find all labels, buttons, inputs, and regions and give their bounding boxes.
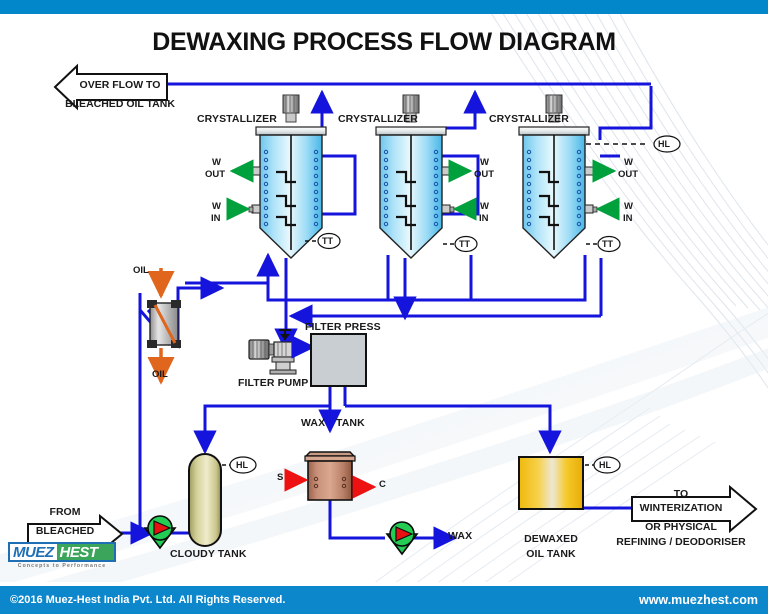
page-title: DEWAXING PROCESS FLOW DIAGRAM [152, 28, 616, 56]
inlet-label-line1: FROM [49, 506, 81, 518]
c2-water-in-w: W [480, 201, 489, 212]
overflow-arrow-banner [53, 63, 168, 111]
outlet-label-line3: OR PHYSICAL [645, 521, 717, 533]
wax-outlet-label: WAX [448, 530, 473, 542]
outlet-label-line4: REFINING / DEODORISER [616, 536, 746, 548]
condensate-label: C [379, 479, 386, 490]
c3-water-out-w: W [624, 157, 633, 168]
wax-tank-label-line1: WAX [301, 417, 326, 429]
logo-tagline: Concepts to Performance [17, 563, 107, 569]
footer-bar: ©2016 Muez-Hest India Pvt. Ltd. All Righ… [0, 586, 768, 614]
heat-exchanger[interactable] [147, 268, 181, 385]
outlet-arrow-banner [631, 484, 758, 534]
pipe-hx-to-c1 [185, 252, 280, 285]
filter-pump[interactable] [248, 329, 316, 375]
wax-pump[interactable] [385, 521, 419, 556]
pipe-c3-overflow [598, 86, 653, 140]
c2-temperature-transmitter: TT [459, 239, 470, 249]
crystallizer-2[interactable] [375, 94, 478, 259]
pipe-fp-to-cloudy [193, 385, 332, 455]
inlet-label-line2: BLEACHED [35, 525, 95, 537]
pipe-feed-to-c2 [266, 255, 390, 302]
cloudy-tank-label: CLOUDY TANK [170, 548, 247, 560]
c3-high-level-switch: HL [658, 139, 670, 149]
footer-copyright: ©2016 Muez-Hest India Pvt. Ltd. All Righ… [10, 594, 286, 606]
company-logo: MUEZ HEST Concepts to Performance [8, 542, 116, 569]
c1-water-out-w: W [212, 157, 221, 168]
steam-label: S [277, 472, 284, 483]
crystallizer-3-label: CRYSTALLIZER [489, 113, 569, 125]
dewaxed-oil-tank[interactable] [518, 456, 621, 510]
hx-oil-inlet-label: OIL [133, 265, 149, 276]
c3-temperature-transmitter: TT [602, 239, 613, 249]
logo-hest-text: HEST [56, 544, 114, 561]
crystallizer-1[interactable] [226, 94, 341, 259]
cloudy-tank-high-level: HL [236, 460, 248, 470]
dewaxed-tank-label-line1: DEWAXED [524, 533, 578, 545]
outlet-label-line2: WINTERIZATION [639, 502, 723, 514]
c1-water-in-w: W [212, 201, 221, 212]
c2-water-out-w: W [480, 157, 489, 168]
dewaxed-tank-label-line2: OIL TANK [526, 548, 576, 560]
filter-pump-label: FILTER PUMP [238, 377, 309, 389]
wax-tank[interactable] [284, 451, 377, 501]
c1-water-out-out: OUT [205, 169, 226, 180]
filter-press-label: FILTER PRESS [305, 321, 381, 333]
c3-water-in-in: IN [623, 213, 633, 224]
hx-oil-outlet-label: OIL [152, 369, 168, 380]
feed-pump[interactable] [143, 515, 177, 550]
logo-muez-text: MUEZ [10, 544, 57, 561]
pipe-feed-to-c3 [388, 255, 587, 302]
c1-water-in-in: IN [211, 213, 221, 224]
crystallizer-3[interactable] [518, 94, 681, 259]
crystallizer-2-label: CRYSTALLIZER [338, 113, 418, 125]
c2-water-out-out: OUT [474, 169, 495, 180]
c3-water-out-out: OUT [618, 169, 639, 180]
overflow-label-line2: BLEACHED OIL TANK [65, 98, 175, 110]
cloudy-tank[interactable] [188, 453, 257, 547]
crystallizer-1-label: CRYSTALLIZER [197, 113, 277, 125]
footer-website[interactable]: www.muezhest.com [638, 593, 758, 607]
pipe-fp-to-dewaxed [345, 404, 562, 455]
c3-water-in-w: W [624, 201, 633, 212]
filter-press[interactable] [310, 333, 367, 387]
overflow-label-line1: OVER FLOW TO [79, 79, 161, 91]
top-accent-bar [0, 0, 768, 14]
c2-water-in-in: IN [479, 213, 489, 224]
c1-temperature-transmitter: TT [322, 236, 333, 246]
wax-tank-label-line2: TANK [336, 417, 365, 429]
outlet-label-line1: TO [673, 488, 689, 500]
dewaxed-tank-high-level: HL [599, 460, 611, 470]
pipe-wax-out [328, 500, 385, 540]
